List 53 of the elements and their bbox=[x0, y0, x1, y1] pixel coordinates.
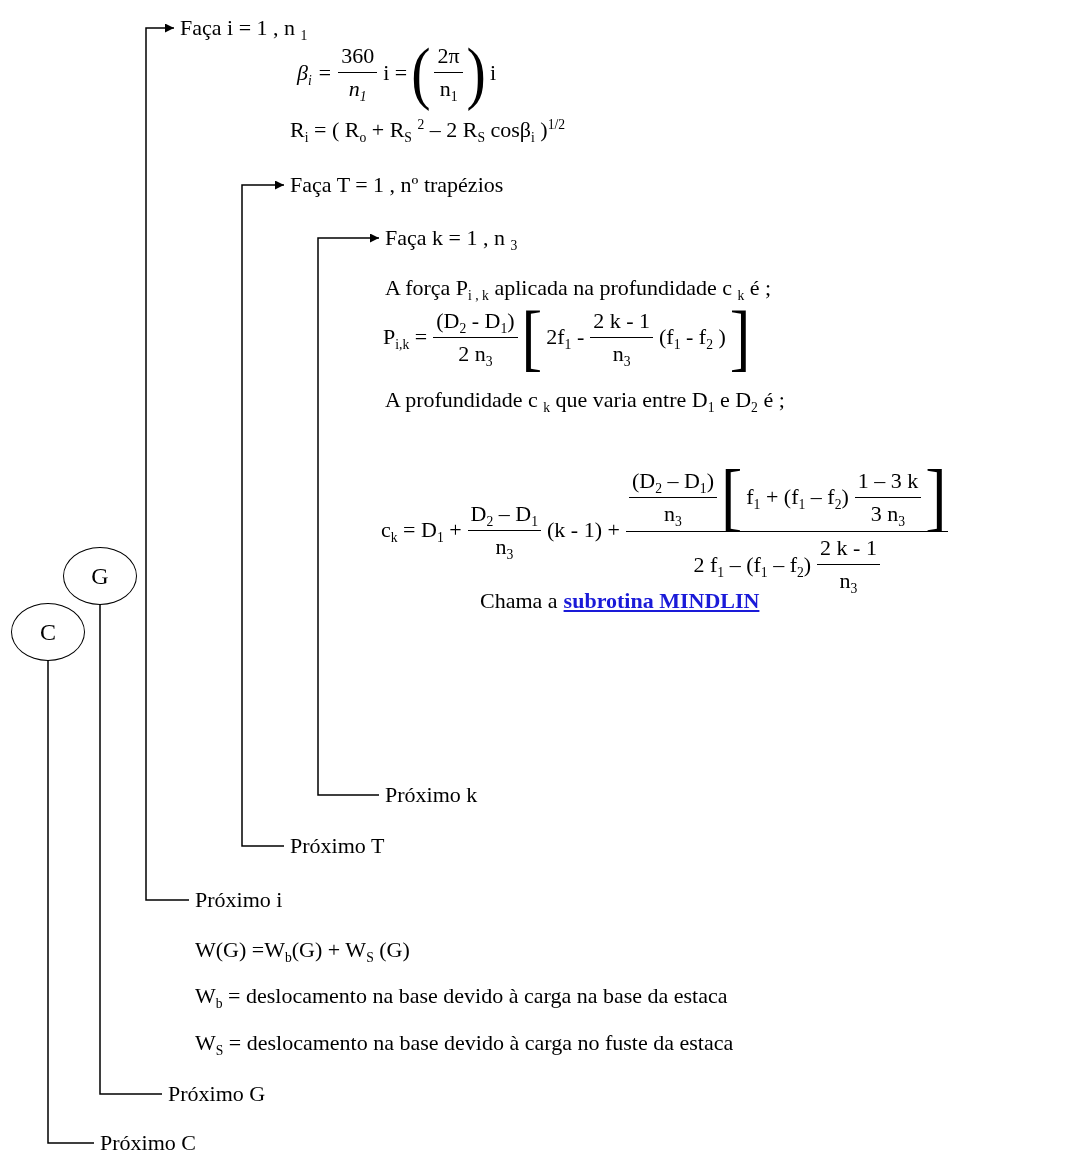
loop-statement: Faça i = 1 , n $_{1}$ bbox=[174, 15, 308, 41]
loop-statement: Faça T = 1 , nº trapézios bbox=[284, 172, 504, 198]
text-line: A profundidade c $_{k}$ que varia entre D$_{1}$ e D$_{2}$ é ; bbox=[385, 387, 785, 413]
subroutine-link: subrotina MINDLIN bbox=[563, 588, 760, 614]
math-delimiter: ] bbox=[728, 299, 752, 375]
connector-line bbox=[99, 604, 163, 1095]
math-term: 360 bbox=[340, 42, 376, 70]
loop-arrow bbox=[145, 23, 190, 901]
math-term: (f$_{1}$ - f$_{2}$ ) bbox=[658, 323, 727, 351]
math-term: 2f$_{1}$ - bbox=[545, 323, 586, 351]
text-line: R$_{i}$ = ( R$_{o}$ + R$_{S}$ $^{2}$ – 2 R$_{S}$ cosβ$_{i}$ )$^{1/2}$ bbox=[290, 117, 566, 143]
text-line: W$_{S}$ = deslocamento na base devido à carga no fuste da estaca bbox=[195, 1030, 734, 1056]
call-text: Chama a bbox=[480, 588, 558, 614]
math-term: D$_{2}$ – D$_{1}$ bbox=[469, 499, 539, 528]
math-term: n$_{1}$ bbox=[438, 75, 459, 103]
math-term: i bbox=[488, 58, 498, 87]
math-delimiter: ] bbox=[924, 458, 948, 536]
text-line: W$_{b}$ = deslocamento na base devido à carga na base da estaca bbox=[195, 983, 728, 1009]
math-term: (D$_{2}$ – D$_{1}$) bbox=[630, 466, 715, 495]
math-term: i = bbox=[382, 58, 409, 87]
math-term: n$_{3}$ bbox=[494, 532, 515, 561]
math-term: 3 n$_{3}$ bbox=[869, 499, 907, 528]
loop-statement: Próximo C bbox=[94, 1130, 196, 1156]
math-delimiter: [ bbox=[719, 458, 744, 536]
loop-statement: Próximo G bbox=[162, 1081, 266, 1107]
math-term: 2 f$_{1}$ – (f$_{1}$ – f$_{2}$) bbox=[692, 550, 813, 579]
text-line: W(G) =W$_{b}$(G) + W$_{S}$ (G) bbox=[195, 937, 410, 963]
math-term: β$_{i}$ = bbox=[295, 58, 334, 87]
math-term: n$_{3}$ bbox=[611, 339, 632, 368]
math-term: n$_{3}$ bbox=[838, 567, 859, 595]
loop-statement: Próximo i bbox=[189, 887, 283, 913]
loop-ellipse: C bbox=[11, 603, 85, 661]
loop-statement: Próximo k bbox=[379, 782, 478, 808]
math-term: 2 n$_{3}$ bbox=[457, 339, 494, 368]
math-delimiter: [ bbox=[521, 299, 543, 375]
loop-arrow bbox=[317, 233, 380, 796]
connector-line bbox=[47, 660, 95, 1144]
math-term: n$_{1}$ bbox=[347, 75, 368, 103]
math-term: P$_{i,k}$ = bbox=[382, 323, 429, 351]
text-line: A força P$_{i , k}$ aplicada na profundidade c $_{k}$ é ; bbox=[385, 275, 772, 301]
math-term: 2 k - 1 bbox=[592, 306, 652, 335]
math-term: 2π bbox=[436, 42, 461, 70]
loop-statement: Próximo T bbox=[284, 833, 385, 859]
loop-ellipse: G bbox=[63, 547, 137, 605]
math-term: (k - 1) + bbox=[546, 516, 621, 544]
math-term: 2 k - 1 bbox=[819, 534, 878, 562]
math-term: n$_{3}$ bbox=[663, 499, 683, 528]
math-term: f$_{1}$ + (f$_{1}$ – f$_{2}$) bbox=[745, 483, 850, 511]
math-term: (D$_{2}$ - D$_{1}$) bbox=[435, 306, 516, 335]
loop-statement: Faça k = 1 , n $_{3}$ bbox=[379, 225, 518, 251]
math-term: c$_{k}$ = D$_{1}$ + bbox=[380, 516, 463, 544]
loop-arrow bbox=[241, 180, 285, 847]
math-term: 1 – 3 k bbox=[856, 466, 920, 495]
